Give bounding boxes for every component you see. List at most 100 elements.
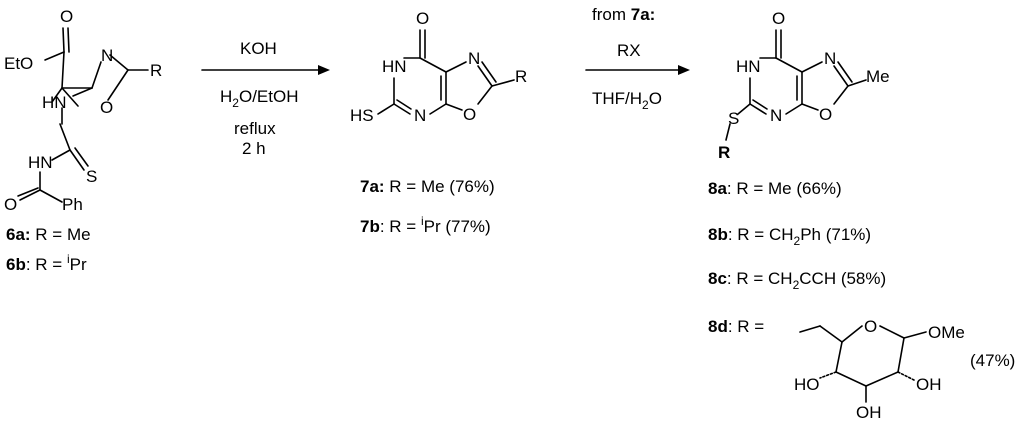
bond (51, 87, 63, 103)
bond (429, 103, 447, 115)
atom-n: N (824, 49, 836, 68)
bond (819, 325, 843, 343)
atom-n: N (770, 106, 782, 125)
label-8c: 8c: R = CH2CCH (58%) (708, 269, 886, 292)
yield-8d: (47%) (970, 351, 1015, 370)
bond (833, 65, 849, 87)
atom-hn: HN (382, 57, 407, 76)
atom-s: S (728, 109, 739, 128)
atom-eto: EtO (4, 54, 33, 73)
bond (419, 57, 447, 73)
bond (835, 341, 843, 373)
label-8d: 8d: R = (708, 317, 764, 336)
bond (897, 337, 905, 373)
bond (61, 51, 65, 89)
arrowhead (318, 65, 330, 75)
bond (59, 123, 71, 151)
compound-6-structure (17, 27, 149, 203)
atom-oh: OH (916, 375, 942, 394)
atom-hn: HN (736, 57, 761, 76)
atom-n: N (414, 106, 426, 125)
atom-hn: HN (28, 153, 53, 172)
bond (819, 371, 837, 379)
atom-o: O (4, 195, 17, 214)
atom-hn: HN (42, 93, 67, 112)
atom-me: Me (866, 67, 890, 86)
bond (377, 103, 395, 115)
step2-solvent: THF/H2O (592, 89, 662, 112)
atom-o: O (819, 105, 832, 124)
bond (775, 57, 803, 73)
bond (39, 189, 63, 203)
bond (51, 149, 71, 161)
bond (62, 27, 65, 53)
bond (477, 65, 493, 87)
bond (752, 99, 768, 110)
bond (841, 325, 863, 343)
bond (67, 27, 70, 53)
label-7a: 7a: R = Me (76%) (360, 177, 495, 196)
bond (903, 331, 927, 339)
atom-o: O (416, 9, 429, 28)
bond (396, 99, 412, 110)
bond (17, 187, 39, 197)
bond (393, 103, 411, 115)
bond (801, 61, 823, 73)
bond (725, 123, 731, 141)
label-6b: 6b: R = iPr (6, 252, 87, 274)
step1-solvent: H2O/EtOH (220, 87, 298, 110)
label-8a: 8a: R = Me (66%) (708, 179, 842, 198)
bond (897, 371, 915, 381)
bond (865, 371, 899, 387)
bond (785, 103, 803, 115)
atom-r: R (718, 143, 730, 162)
atom-r: R (515, 67, 527, 86)
bond (44, 51, 65, 61)
atom-n: N (468, 49, 480, 68)
arrowhead (678, 65, 690, 75)
atom-o: O (772, 9, 785, 28)
bond (72, 87, 93, 97)
bond (837, 61, 853, 83)
bond (69, 149, 85, 171)
atom-ph: Ph (62, 195, 83, 214)
bond (107, 69, 129, 101)
bond (879, 325, 905, 339)
atom-o: O (100, 98, 113, 117)
atom-r: R (150, 61, 162, 80)
bond (801, 103, 819, 111)
step1-condition-2: 2 h (242, 139, 266, 158)
step2-reagent: RX (617, 41, 641, 60)
bond (799, 325, 821, 333)
atom-o: O (864, 317, 877, 336)
bond (833, 85, 849, 105)
atom-ho: HO (794, 375, 820, 394)
atom-ome: OMe (928, 323, 965, 342)
bond (445, 61, 467, 73)
bond (749, 103, 767, 115)
compound-7-structure (377, 29, 515, 115)
atom-o: O (463, 105, 476, 124)
label-8b: 8b: R = CH2Ph (71%) (708, 225, 871, 248)
atom-n: N (101, 46, 113, 65)
bond (445, 103, 463, 111)
atom-s: S (86, 167, 97, 186)
bond (19, 189, 41, 201)
atom-o: O (60, 7, 73, 26)
bond (737, 103, 751, 115)
atom-oh: OH (856, 403, 882, 422)
step1-reagent: KOH (240, 39, 277, 58)
bond (847, 79, 867, 87)
bond (477, 85, 493, 105)
step1-condition-1: reflux (234, 119, 276, 138)
bond (109, 54, 129, 71)
bond (91, 61, 102, 89)
bond (835, 371, 867, 387)
bond (61, 87, 79, 107)
compound-8-structure (725, 29, 867, 141)
sugar-structure (799, 325, 927, 403)
bond (491, 79, 515, 87)
bond (74, 147, 89, 167)
